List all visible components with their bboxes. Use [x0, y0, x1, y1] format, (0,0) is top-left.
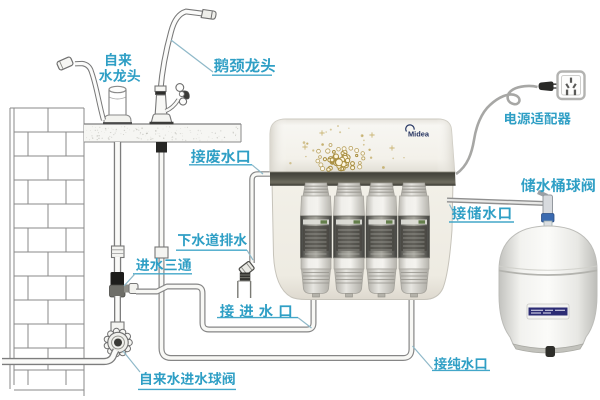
svg-text:Midea: Midea [408, 130, 430, 139]
